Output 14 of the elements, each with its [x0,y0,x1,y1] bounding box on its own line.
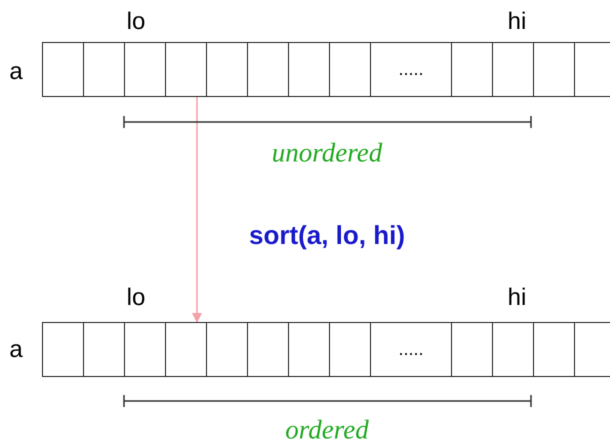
ellipsis-text: ..... [398,59,424,80]
index-label: lo [126,10,146,34]
index-label: hi [508,286,526,310]
array-row [42,42,610,97]
array-name: a [9,338,23,362]
array-row [42,322,610,377]
ellipsis-text: ..... [398,339,424,360]
range-label: unordered [272,140,382,166]
range-label: ordered [285,416,369,441]
array-name: a [9,60,23,84]
edge-label: sort(a, lo, hi) [249,222,405,248]
index-label: lo [126,286,146,310]
arrow [192,97,202,323]
index-label: hi [508,10,526,34]
